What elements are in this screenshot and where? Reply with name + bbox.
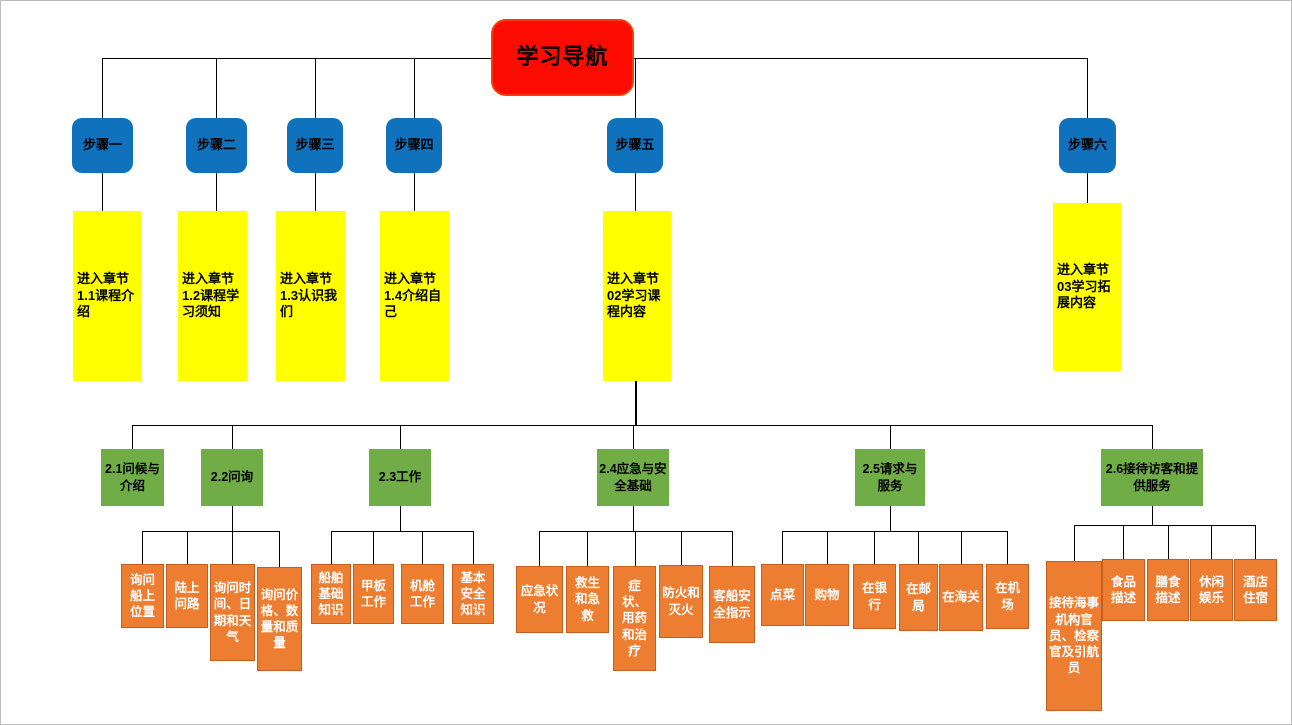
connector-line	[414, 58, 415, 118]
connector-line	[473, 531, 474, 564]
connector-line	[232, 531, 233, 564]
connector-line	[1007, 531, 1008, 564]
connector-line	[315, 58, 316, 118]
connector-line	[1087, 58, 1088, 118]
topic-node-work-4[interactable]: 基本安全知识	[452, 564, 494, 624]
connector-line	[232, 506, 233, 531]
connector-line	[1074, 525, 1075, 561]
connector-line	[681, 531, 682, 565]
topic-node-service-3[interactable]: 在银行	[853, 564, 896, 629]
connector-line	[400, 425, 401, 449]
step-node-1[interactable]: 步骤一	[72, 118, 133, 173]
connector-line	[216, 173, 217, 211]
connector-line	[132, 425, 1152, 426]
connector-line	[782, 531, 1007, 532]
connector-line	[1074, 525, 1255, 526]
connector-line	[890, 425, 891, 449]
topic-node-emergency-3[interactable]: 症状、用药和治疗	[613, 566, 656, 671]
connector-line	[102, 173, 103, 211]
step-node-2[interactable]: 步骤二	[186, 118, 247, 173]
topic-node-inquiry-4[interactable]: 询问价格、数量和质量	[257, 567, 302, 671]
connector-line	[414, 173, 415, 211]
connector-line	[216, 58, 217, 118]
step-node-3[interactable]: 步骤三	[287, 118, 343, 173]
section-node-2-6[interactable]: 2.6接待访客和提供服务	[1101, 449, 1203, 506]
root-node-learning-navigation[interactable]: 学习导航	[491, 19, 634, 96]
connector-line	[635, 531, 636, 566]
topic-node-emergency-4[interactable]: 防火和灭火	[659, 565, 703, 638]
topic-node-service-5[interactable]: 在海关	[939, 564, 983, 631]
connector-line	[827, 531, 828, 564]
connector-line	[187, 531, 188, 564]
step-node-4[interactable]: 步骤四	[386, 118, 442, 173]
chapter-node-1-4[interactable]: 进入章节1.4介绍自己	[380, 211, 449, 381]
connector-line	[782, 531, 783, 564]
section-node-2-1[interactable]: 2.1问候与介绍	[101, 449, 164, 506]
connector-line	[142, 531, 279, 532]
topic-node-reception-2[interactable]: 食品描述	[1102, 559, 1145, 621]
topic-node-work-2[interactable]: 甲板工作	[353, 564, 394, 624]
topic-node-inquiry-1[interactable]: 询问船上位置	[121, 564, 164, 628]
connector-line	[587, 531, 588, 566]
topic-node-service-2[interactable]: 购物	[805, 564, 849, 626]
connector-line	[315, 173, 316, 211]
connector-line	[400, 506, 401, 531]
topic-node-inquiry-3[interactable]: 询问时间、日期和天气	[210, 564, 255, 661]
connector-line	[874, 531, 875, 564]
connector-line	[1087, 173, 1088, 203]
topic-node-work-1[interactable]: 船舶基础知识	[311, 564, 351, 624]
connector-line	[1211, 525, 1212, 559]
chapter-node-03[interactable]: 进入章节03学习拓展内容	[1053, 203, 1121, 371]
connector-line	[1152, 506, 1153, 525]
topic-node-emergency-5[interactable]: 客船安全指示	[709, 566, 755, 643]
section-node-2-4[interactable]: 2.4应急与安全基础	[597, 449, 669, 506]
connector-line	[890, 506, 891, 531]
topic-node-service-6[interactable]: 在机场	[986, 564, 1029, 629]
connector-line	[1152, 425, 1153, 449]
topic-node-reception-1[interactable]: 接待海事机构官员、检察官及引航员	[1046, 561, 1102, 711]
section-node-2-2[interactable]: 2.2问询	[201, 449, 263, 506]
topic-node-emergency-2[interactable]: 救生和急救	[566, 566, 609, 633]
section-node-2-3[interactable]: 2.3工作	[369, 449, 431, 506]
connector-line	[422, 531, 423, 564]
topic-node-reception-4[interactable]: 休闲娱乐	[1190, 559, 1233, 621]
topic-node-service-1[interactable]: 点菜	[761, 564, 804, 626]
topic-node-service-4[interactable]: 在邮局	[899, 564, 938, 631]
step-node-5[interactable]: 步骤五	[607, 118, 663, 173]
connector-line	[633, 425, 634, 449]
connector-line	[635, 173, 636, 211]
connector-line	[539, 531, 540, 566]
connector-line	[635, 381, 637, 425]
topic-node-work-3[interactable]: 机舱工作	[401, 564, 444, 624]
connector-line	[132, 425, 133, 449]
chapter-node-1-1[interactable]: 进入章节1.1课程介绍	[73, 211, 141, 381]
topic-node-inquiry-2[interactable]: 陆上问路	[166, 564, 208, 628]
connector-line	[635, 58, 636, 118]
connector-line	[633, 506, 634, 531]
connector-line	[142, 531, 143, 564]
connector-line	[1168, 525, 1169, 559]
topic-node-reception-3[interactable]: 膳食描述	[1147, 559, 1189, 621]
connector-line	[232, 425, 233, 449]
connector-line	[1255, 525, 1256, 559]
connector-line	[279, 531, 280, 567]
topic-node-emergency-1[interactable]: 应急状况	[516, 566, 563, 633]
connector-line	[732, 531, 733, 566]
chapter-node-1-3[interactable]: 进入章节1.3认识我们	[276, 211, 345, 381]
topic-node-reception-5[interactable]: 酒店住宿	[1234, 559, 1277, 621]
chapter-node-02[interactable]: 进入章节02学习课程内容	[603, 211, 671, 381]
connector-line	[331, 531, 332, 564]
step-node-6[interactable]: 步骤六	[1059, 118, 1116, 173]
connector-line	[961, 531, 962, 564]
connector-line	[1123, 525, 1124, 559]
connector-line	[918, 531, 919, 564]
connector-line	[102, 58, 103, 118]
chapter-node-1-2[interactable]: 进入章节1.2课程学习须知	[178, 211, 247, 381]
section-node-2-5[interactable]: 2.5请求与服务	[855, 449, 925, 506]
connector-line	[373, 531, 374, 564]
connector-line	[331, 531, 473, 532]
